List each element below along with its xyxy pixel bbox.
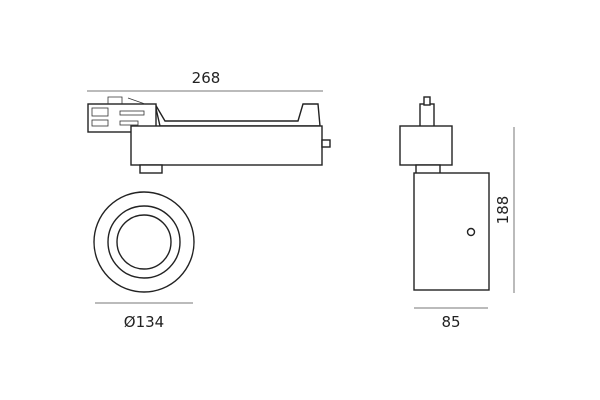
side-view: 188 85 (399, 96, 515, 331)
lens (116, 214, 172, 270)
driver-housing-side (399, 125, 453, 166)
driver-housing (130, 125, 323, 166)
tilt-screw (466, 227, 476, 237)
front-view: 268 Ø134 (87, 69, 331, 331)
height-label: 188 (494, 196, 512, 225)
side-knob (321, 139, 331, 148)
track-rail-top (154, 103, 321, 127)
lamp-body-side (413, 172, 490, 291)
depth-label: 85 (441, 313, 460, 331)
track-adapter-side (412, 96, 440, 131)
diameter-label: Ø134 (124, 313, 164, 331)
neck (139, 164, 163, 174)
width-label: 268 (192, 69, 221, 87)
